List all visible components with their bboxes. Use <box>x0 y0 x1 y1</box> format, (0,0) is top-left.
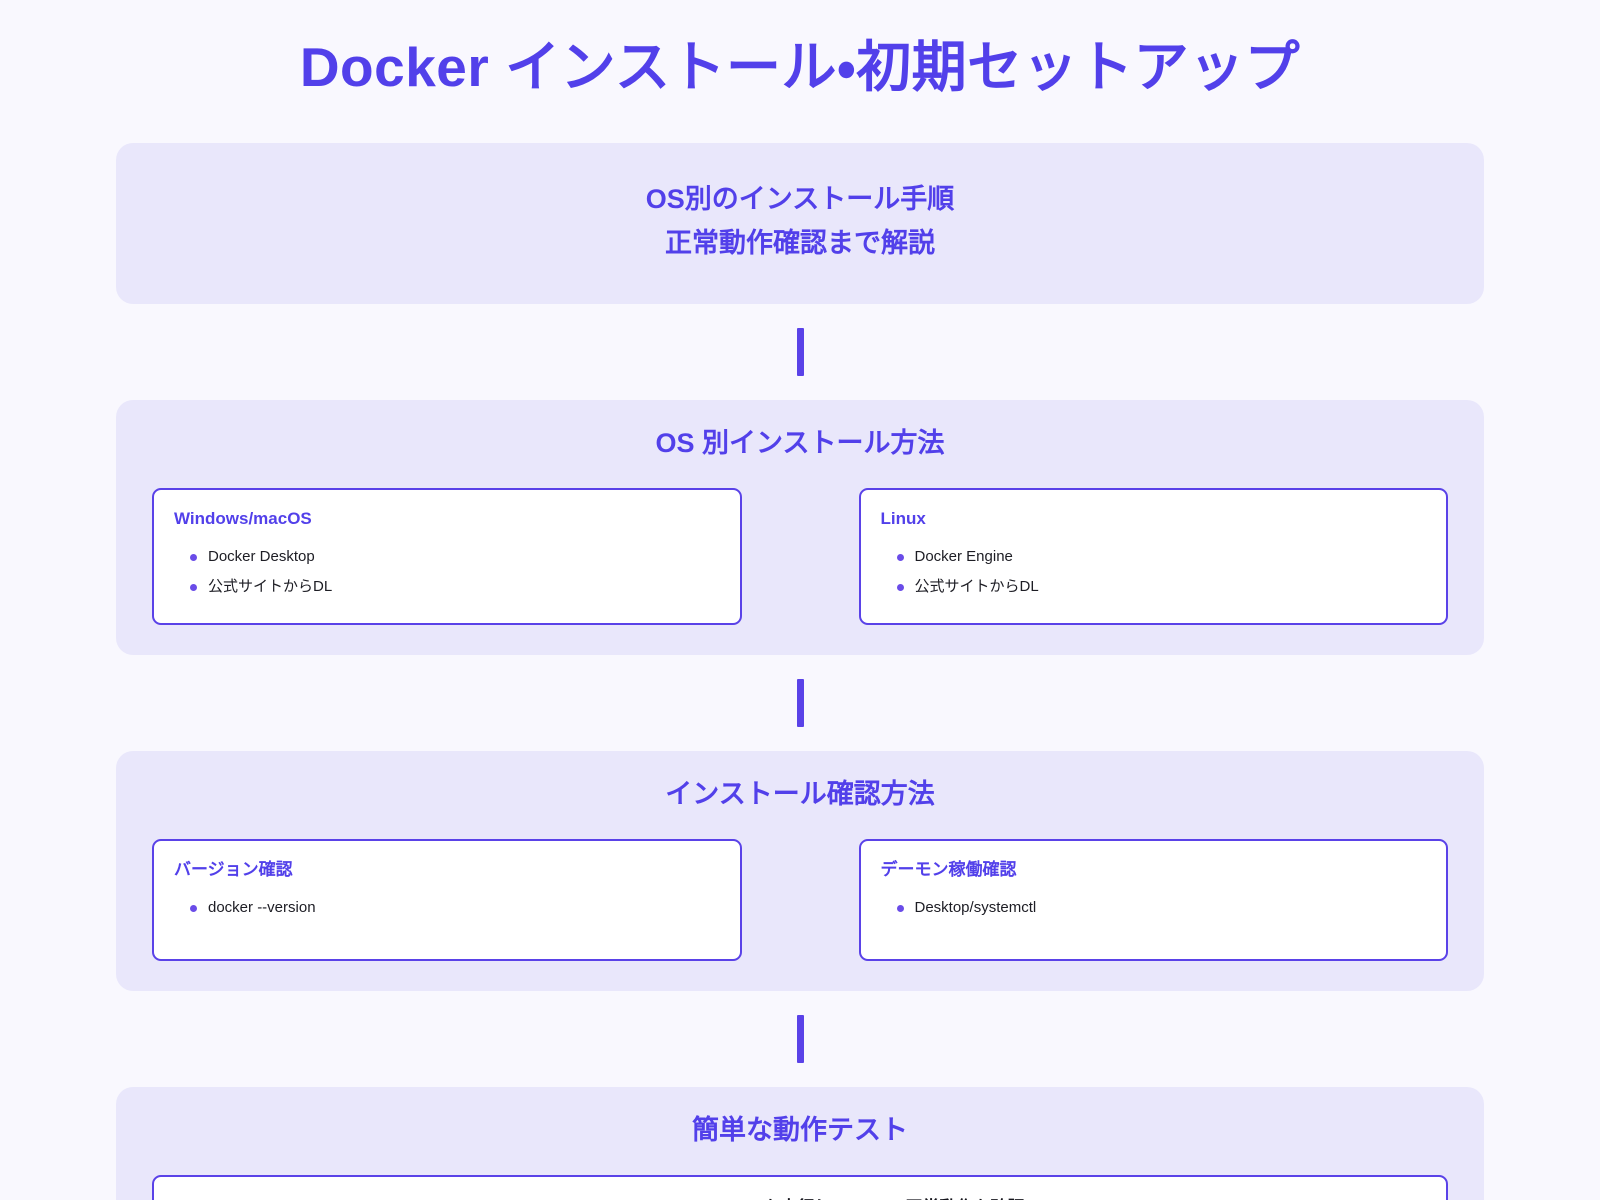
card-title: デーモン稼働確認 <box>880 859 1017 879</box>
card-version-check[interactable]: バージョン確認 docker --version <box>152 838 742 961</box>
list-item: Docker Engine <box>881 542 1427 573</box>
list-item-label: Desktop/systemctl <box>914 898 1037 916</box>
bullet-dot-icon <box>190 904 197 912</box>
list-item-label: docker --version <box>208 898 316 916</box>
intro-line-1: OS別のインストール手順 <box>645 183 955 214</box>
page-title: Docker インストール・初期セットアップ <box>299 36 1301 98</box>
card-windows-macos[interactable]: Windows/macOS Docker Desktop 公式サイトからDL <box>152 487 742 625</box>
section-heading: インストール確認方法 <box>665 778 935 809</box>
test-command-label: docker run hello-world を実行してDocker正常動作を確… <box>575 1196 1024 1200</box>
bullet-dot-icon <box>896 553 904 561</box>
bullet-dot-icon <box>896 584 904 592</box>
card-test-command[interactable]: docker run hello-world を実行してDocker正常動作を確… <box>152 1174 1448 1200</box>
section-heading: 簡単な動作テスト <box>692 1114 908 1145</box>
card-title: Linux <box>880 508 926 528</box>
bullet-dot-icon <box>190 584 197 592</box>
connector-2 <box>116 655 1484 751</box>
card-item-list: docker --version <box>174 893 720 924</box>
section-panel-simple-test: 簡単な動作テスト docker run hello-world を実行してDoc… <box>116 1086 1484 1200</box>
section-panel-install-check: インストール確認方法 バージョン確認 docker --version デーモン… <box>116 750 1484 991</box>
card-grid: Windows/macOS Docker Desktop 公式サイトからDL <box>152 487 1448 625</box>
section-heading: OS 別インストール方法 <box>655 427 945 458</box>
bullet-dot-icon <box>896 904 904 912</box>
list-item: Desktop/systemctl <box>881 893 1427 924</box>
list-item: 公式サイトからDL <box>881 572 1427 603</box>
connector-1 <box>116 304 1484 400</box>
card-item-list: Docker Desktop 公式サイトからDL <box>174 542 720 603</box>
list-item-label: 公式サイトからDL <box>208 578 333 596</box>
card-linux[interactable]: Linux Docker Engine 公式サイトからDL <box>858 487 1448 625</box>
connector-3 <box>116 991 1484 1087</box>
connector-bar-icon <box>796 327 804 376</box>
card-title: Windows/macOS <box>174 508 312 528</box>
card-grid: バージョン確認 docker --version デーモン稼働確認 Deskto… <box>152 838 1448 961</box>
list-item-label: Docker Engine <box>914 547 1013 565</box>
card-title: バージョン確認 <box>174 859 293 879</box>
list-item: docker --version <box>174 893 720 924</box>
intro-panel: OS別のインストール手順 正常動作確認まで解説 <box>116 142 1484 304</box>
list-item-label: Docker Desktop <box>208 547 315 565</box>
connector-bar-icon <box>796 1014 804 1063</box>
connector-bar-icon <box>796 678 804 727</box>
card-item-list: Docker Engine 公式サイトからDL <box>881 542 1427 603</box>
list-item: 公式サイトからDL <box>174 572 720 603</box>
list-item: Docker Desktop <box>174 542 720 573</box>
bullet-dot-icon <box>190 553 197 561</box>
card-daemon-check[interactable]: デーモン稼働確認 Desktop/systemctl <box>858 838 1448 961</box>
list-item-label: 公式サイトからDL <box>914 578 1039 596</box>
card-item-list: Desktop/systemctl <box>881 893 1427 924</box>
flow-container: OS別のインストール手順 正常動作確認まで解説 OS 別インストール方法 Win… <box>116 98 1484 1200</box>
section-panel-os-install: OS 別インストール方法 Windows/macOS Docker Deskto… <box>116 399 1484 655</box>
intro-line-2: 正常動作確認まで解説 <box>665 228 935 259</box>
